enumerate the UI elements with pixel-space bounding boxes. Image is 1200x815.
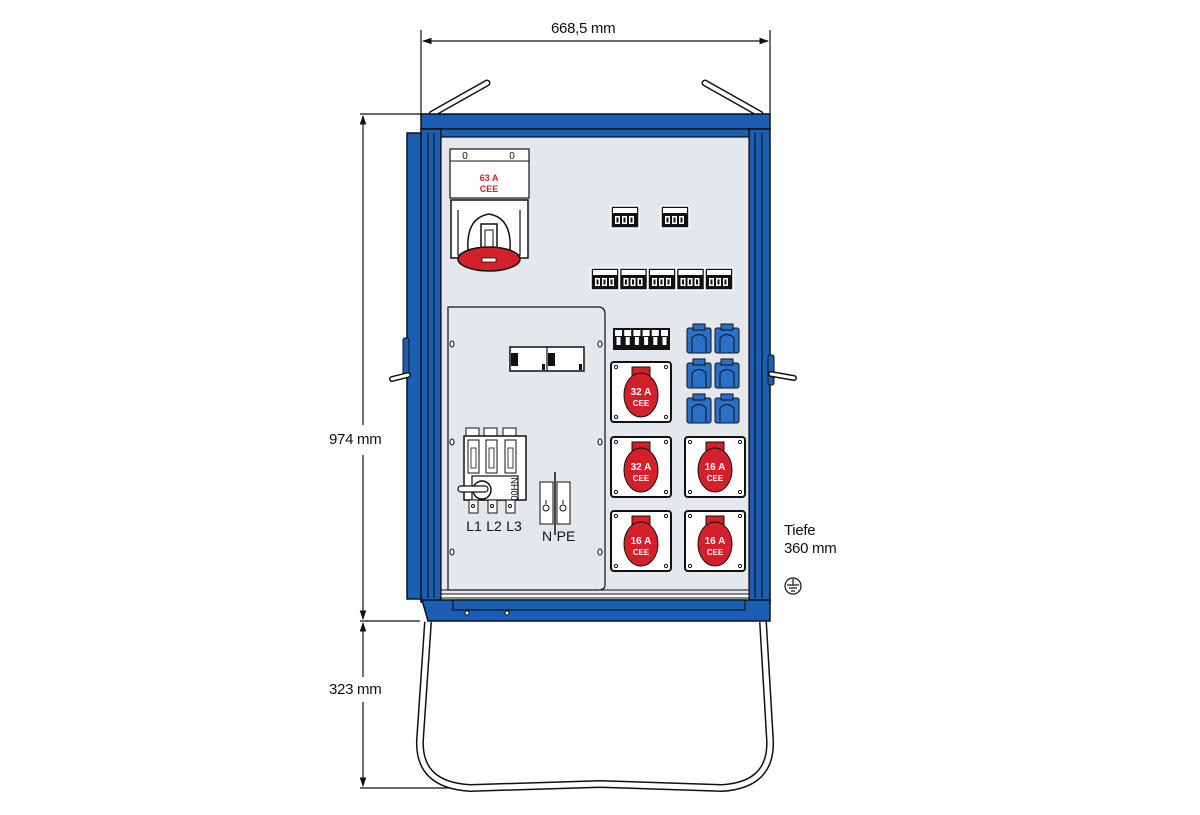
width-dimension-label: 668,5 mm bbox=[551, 20, 616, 37]
rcd-group bbox=[610, 205, 690, 229]
inlet-rating: 63 A bbox=[480, 173, 499, 183]
screw bbox=[449, 340, 603, 556]
lifting-handle-right bbox=[701, 79, 764, 118]
mcb-breaker[interactable] bbox=[647, 267, 677, 291]
mcb-breaker[interactable] bbox=[675, 267, 706, 291]
switch-mark-0: 0 bbox=[462, 151, 468, 162]
cee-rating: 32 A bbox=[631, 462, 652, 473]
cee-type: CEE bbox=[633, 399, 650, 408]
schuko-outlet bbox=[686, 393, 712, 424]
depth-value: 360 mm bbox=[784, 540, 837, 557]
fuse-subpanel: NH00 L1 L2 L3 N PE bbox=[447, 306, 606, 591]
schuko-outlet bbox=[686, 323, 712, 354]
schuko-outlet bbox=[714, 358, 740, 389]
stand-height-dimension bbox=[359, 622, 450, 789]
cee-rating: 16 A bbox=[705, 536, 726, 547]
schuko-outlet bbox=[714, 323, 740, 354]
stand-frame bbox=[415, 621, 775, 793]
schuko-outlets bbox=[686, 323, 740, 424]
cee-type: CEE bbox=[633, 474, 650, 483]
mcb-small-group bbox=[613, 328, 670, 350]
protective-earth-icon bbox=[784, 577, 802, 595]
mcb-breaker[interactable] bbox=[704, 267, 734, 291]
fuse-switch-nh00[interactable]: NH00 bbox=[457, 427, 527, 514]
fuse-type-label: NH00 bbox=[509, 477, 519, 500]
phase-label-l1: L1 bbox=[466, 518, 482, 534]
mcb-block[interactable] bbox=[613, 328, 670, 350]
cee-type: CEE bbox=[707, 548, 724, 557]
depth-label: Tiefe bbox=[784, 522, 816, 539]
rcd-breaker[interactable] bbox=[660, 205, 690, 229]
terminal-label-n: N bbox=[542, 528, 552, 544]
schuko-outlet bbox=[686, 358, 712, 389]
cee-rating: 16 A bbox=[705, 462, 726, 473]
height-dimension bbox=[359, 113, 422, 622]
inlet-type: CEE bbox=[480, 184, 499, 194]
n-pe-terminals bbox=[539, 472, 571, 535]
mcb-row bbox=[590, 267, 734, 291]
phase-label-l3: L3 bbox=[506, 518, 522, 534]
phase-label-l2: L2 bbox=[486, 518, 502, 534]
cee-rating: 32 A bbox=[631, 387, 652, 398]
door-latch-left[interactable] bbox=[389, 337, 411, 382]
height-dimension-label: 974 mm bbox=[329, 431, 382, 448]
lifting-handle-left bbox=[428, 79, 491, 118]
schuko-outlet bbox=[714, 393, 740, 424]
door-latch-right[interactable] bbox=[767, 354, 797, 386]
main-inlet-63a: 0 0 63 A CEE bbox=[449, 148, 530, 272]
terminal-label-pe: PE bbox=[557, 528, 576, 544]
rcd-breaker[interactable] bbox=[610, 205, 640, 229]
breaker-pair bbox=[509, 346, 585, 372]
width-dimension bbox=[420, 30, 771, 116]
mcb-breaker[interactable] bbox=[618, 267, 649, 291]
cee-type: CEE bbox=[633, 548, 650, 557]
stand-height-dimension-label: 323 mm bbox=[329, 681, 382, 698]
cee-type: CEE bbox=[707, 474, 724, 483]
mcb-breaker[interactable] bbox=[590, 267, 620, 291]
cee-rating: 16 A bbox=[631, 536, 652, 547]
switch-mark-1: 0 bbox=[509, 151, 515, 162]
